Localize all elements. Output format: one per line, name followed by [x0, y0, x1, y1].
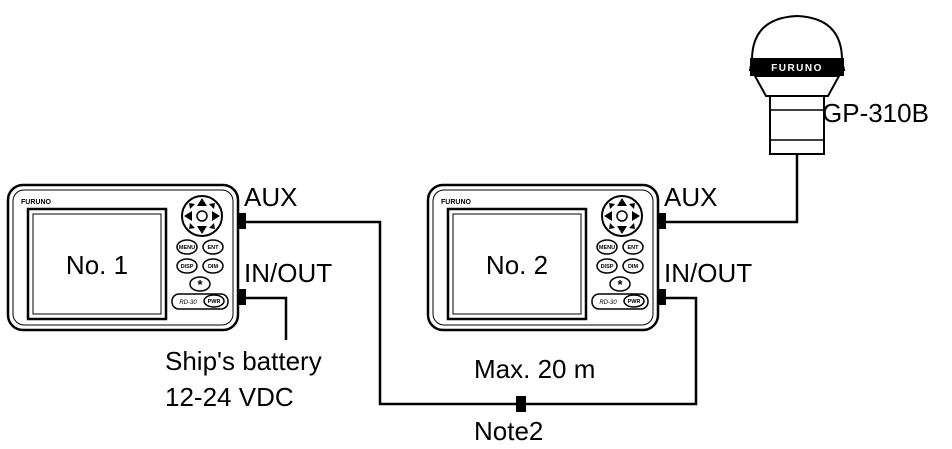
- dim-key-label: DIM: [208, 264, 219, 270]
- pwr-key: [623, 294, 645, 308]
- junction-connector: [516, 396, 526, 412]
- star-key-label: *: [197, 277, 203, 292]
- inout-port: [658, 289, 666, 305]
- cables: [245, 154, 799, 406]
- power-cable: [245, 296, 288, 340]
- max-length-label: Max. 20 m: [474, 354, 595, 384]
- pwr-key-label: PWR: [208, 299, 221, 305]
- ent-key-label: ENT: [208, 245, 220, 251]
- pwr-key: [203, 294, 225, 308]
- menu-key-label: MENU: [179, 245, 195, 251]
- dim-key: [622, 258, 644, 274]
- pwr-key-label: PWR: [628, 299, 641, 305]
- antenna-brand: FURUNO: [771, 63, 823, 74]
- display-brand: FURUNO: [441, 199, 471, 206]
- display-unit-2: FURUNO No. 2 MENU ENT DISP DIM * RD-30 P…: [426, 183, 666, 332]
- aux-port: [658, 213, 666, 229]
- menu-key: [176, 239, 198, 255]
- menu-key-label: MENU: [599, 245, 615, 251]
- display-2-inout-label: IN/OUT: [664, 258, 752, 288]
- power-source-label: Ship's battery: [165, 346, 322, 376]
- star-key: [609, 276, 631, 292]
- disp-key: [596, 258, 618, 274]
- dim-key-label: DIM: [628, 264, 639, 270]
- display-2-aux-label: AUX: [664, 182, 717, 212]
- display-number-label: No. 2: [486, 250, 548, 280]
- inout-port: [238, 289, 246, 305]
- display-brand: FURUNO: [21, 199, 51, 206]
- display-1-inout-label: IN/OUT: [244, 258, 332, 288]
- menu-key: [596, 239, 618, 255]
- display-model: RD-30: [599, 300, 617, 306]
- display-model: RD-30: [179, 300, 197, 306]
- star-key-label: *: [617, 277, 623, 292]
- display-screen: [446, 207, 588, 321]
- display-unit-1: FURUNO No. 1 MENU ENT DISP DIM * RD-30 P…: [6, 183, 246, 332]
- antenna-brand-band: [750, 58, 844, 76]
- ent-key: [622, 239, 644, 255]
- note-label: Note2: [474, 416, 543, 444]
- gps-antenna: FURUNO: [748, 14, 846, 155]
- display-screen: [26, 207, 168, 321]
- display-1-aux-label: AUX: [244, 182, 297, 212]
- interconnect-cable: [245, 220, 698, 406]
- display-number-label: No. 1: [66, 250, 128, 280]
- aux-port: [238, 213, 246, 229]
- disp-key: [176, 258, 198, 274]
- disp-key-label: DISP: [601, 264, 614, 270]
- antenna-model-label: GP-310B: [822, 98, 929, 128]
- antenna-cable: [665, 154, 799, 224]
- ent-key: [202, 239, 224, 255]
- disp-key-label: DISP: [181, 264, 194, 270]
- star-key: [189, 276, 211, 292]
- ent-key-label: ENT: [628, 245, 640, 251]
- power-voltage-label: 12-24 VDC: [165, 382, 294, 412]
- dim-key: [202, 258, 224, 274]
